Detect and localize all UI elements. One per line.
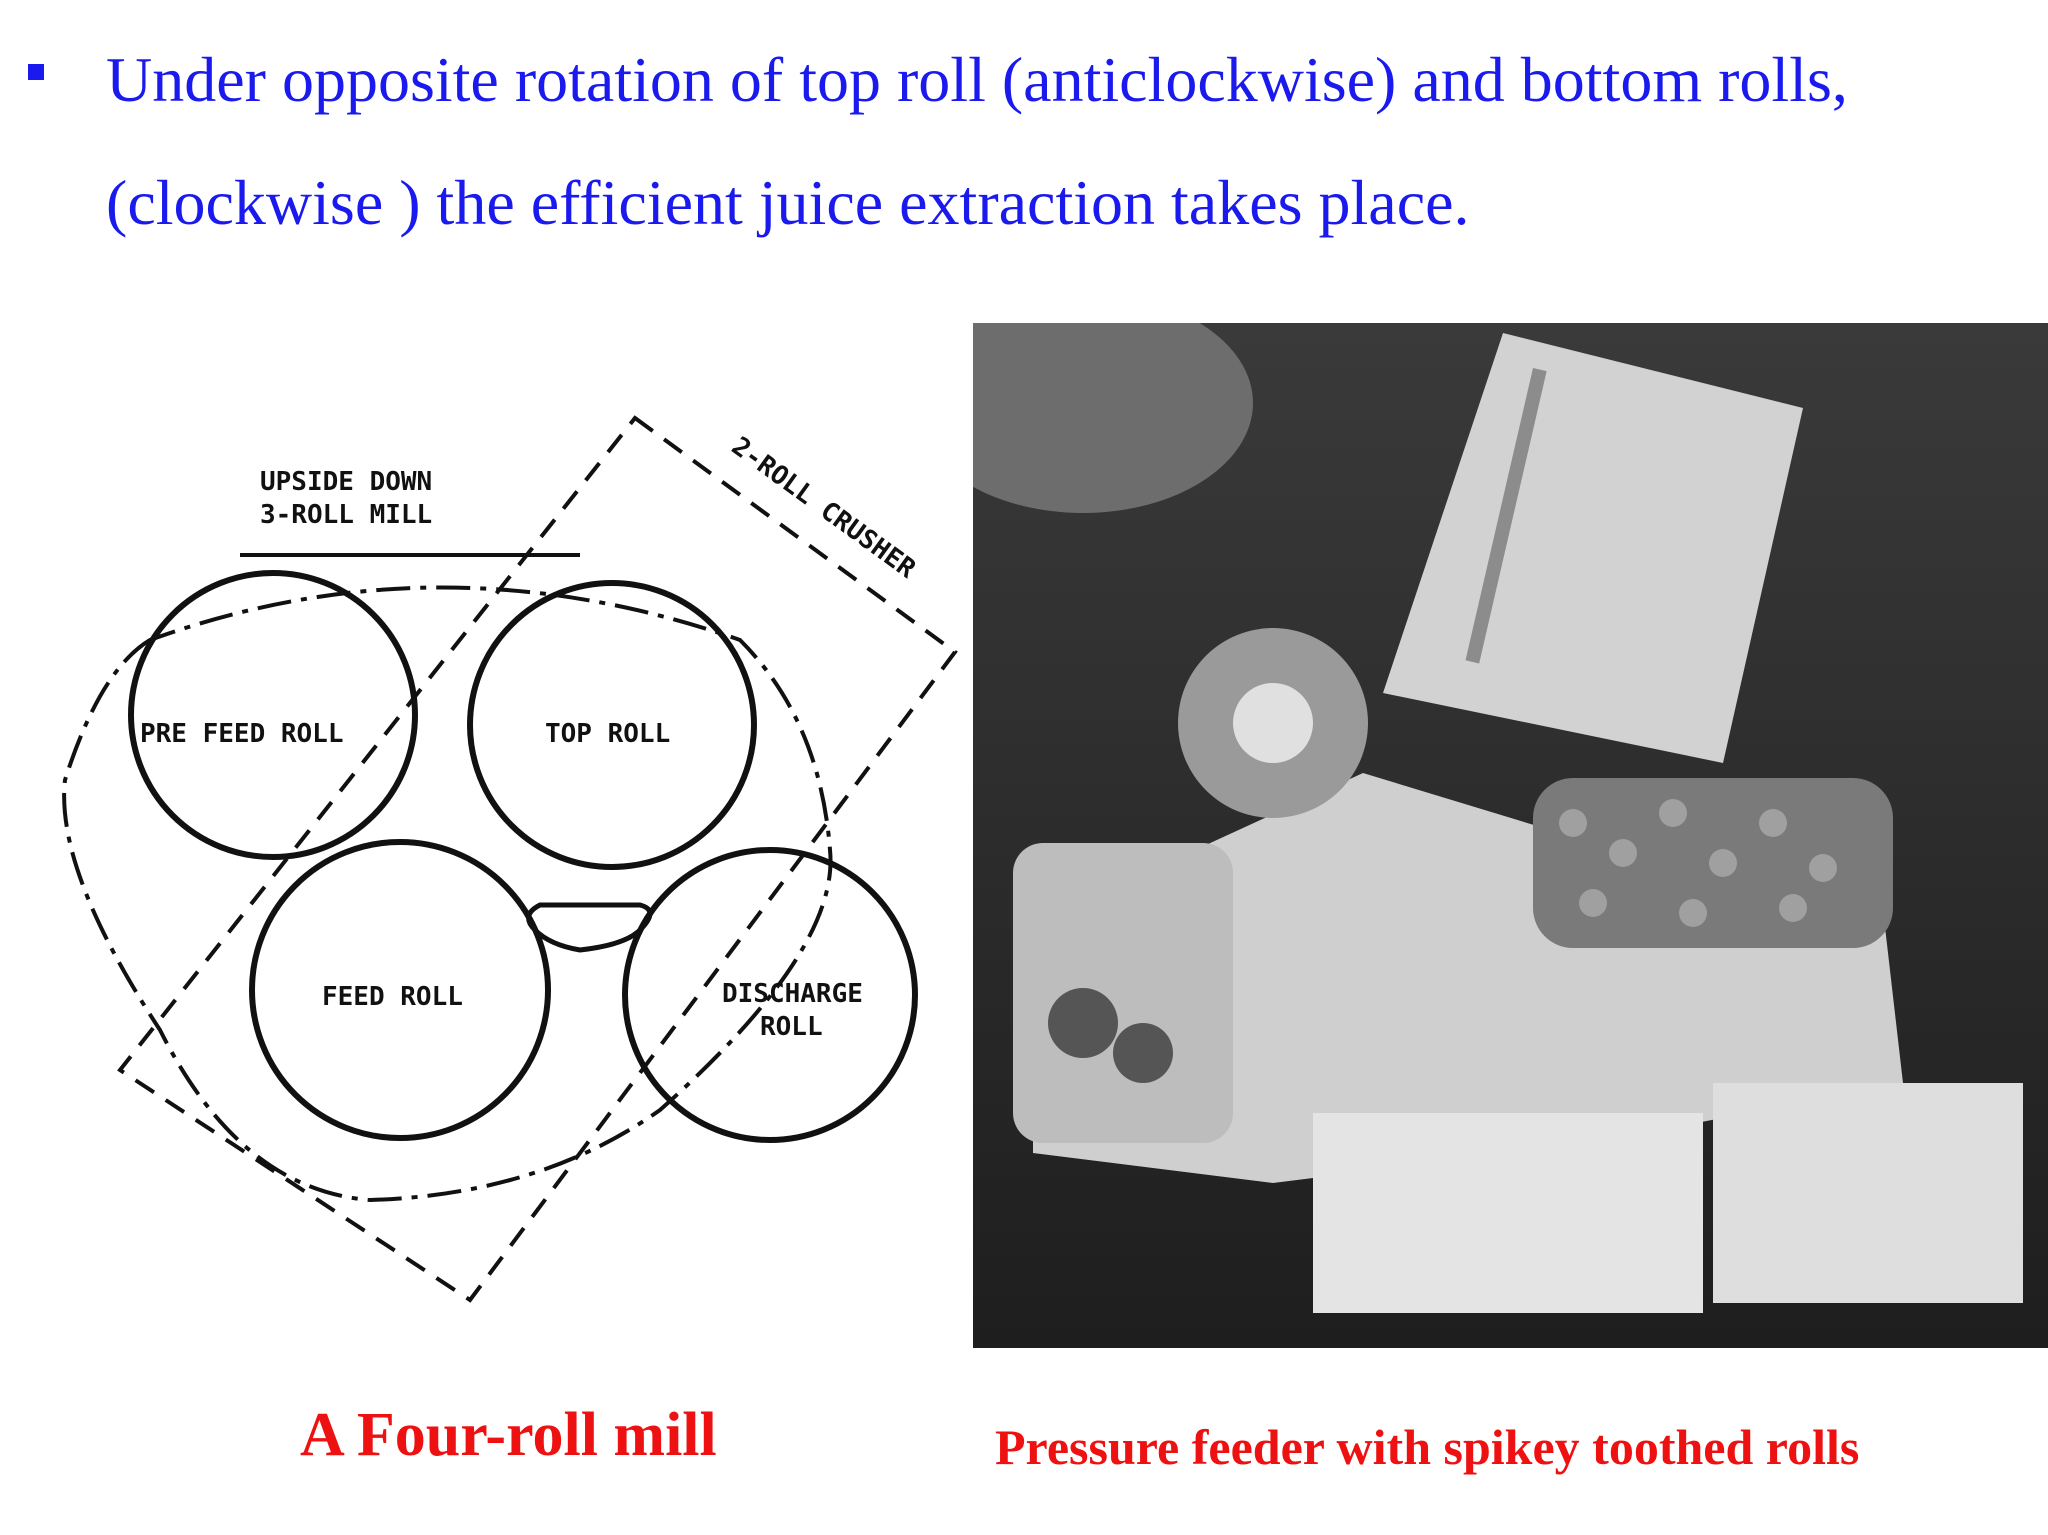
bullet-line-2: (clockwise ) the efficient juice extract… bbox=[106, 167, 1470, 238]
support-block-right bbox=[1713, 1083, 2023, 1303]
pre-feed-roll-label: PRE FEED ROLL bbox=[140, 719, 344, 749]
mill-dash-dot-outline bbox=[62, 585, 833, 1203]
top-roll-label: TOP ROLL bbox=[545, 719, 670, 749]
pre-feed-roll bbox=[128, 570, 418, 860]
caption-pressure-feeder: Pressure feeder with spikey toothed roll… bbox=[995, 1419, 1860, 1475]
caption-four-roll-mill: A Four-roll mill bbox=[300, 1401, 717, 1469]
upside-down-label-1: UPSIDE DOWN bbox=[260, 467, 432, 497]
discharge-roll-label-1: DISCHARGE bbox=[722, 979, 863, 1009]
photo-background-texture bbox=[973, 323, 1253, 513]
bullet-line-1: Under opposite rotation of top roll (ant… bbox=[106, 44, 1848, 115]
discharge-roll bbox=[622, 847, 918, 1143]
discharge-roll-label-2: ROLL bbox=[760, 1012, 823, 1042]
four-roll-mill-diagram: UPSIDE DOWN 3-ROLL MILL 2-ROLL CRUSHER P… bbox=[40, 390, 970, 1340]
pressure-feeder-photo bbox=[973, 323, 2048, 1348]
side-housing bbox=[1013, 843, 1233, 1143]
top-roll bbox=[467, 580, 757, 870]
support-block-left bbox=[1313, 1113, 1703, 1313]
feed-chute bbox=[1383, 333, 1803, 763]
feed-roll-label: FEED ROLL bbox=[322, 982, 463, 1012]
trash-plate bbox=[526, 902, 653, 953]
upside-down-label-2: 3-ROLL MILL bbox=[260, 500, 432, 530]
feed-roll bbox=[249, 839, 551, 1141]
bullet-square-icon bbox=[28, 64, 44, 80]
crusher-dashed-outline bbox=[117, 415, 958, 1303]
